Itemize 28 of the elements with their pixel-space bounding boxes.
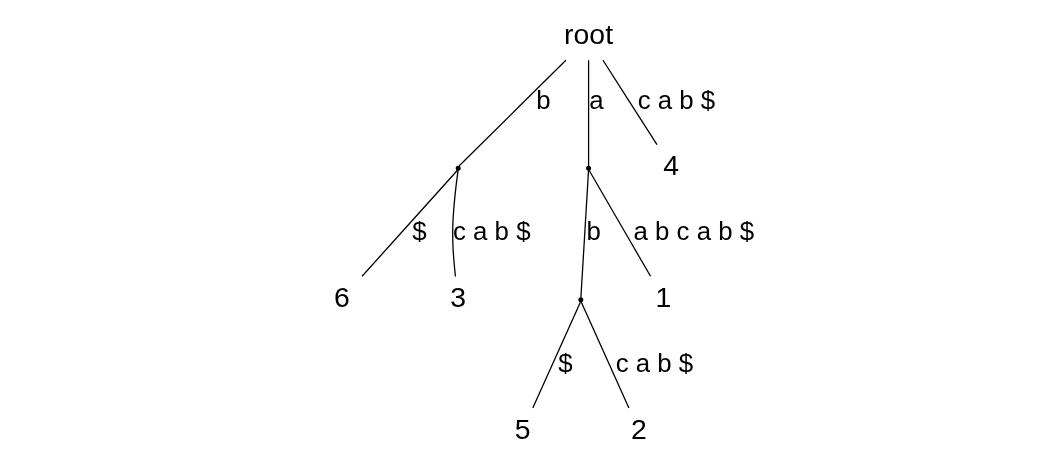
edge-label: b bbox=[586, 217, 601, 246]
node-text: 6 bbox=[334, 281, 350, 314]
edge-label: c a b $ bbox=[453, 217, 531, 246]
connector bbox=[580, 169, 590, 299]
node-text: root bbox=[564, 17, 614, 50]
edge-label: $ bbox=[558, 349, 573, 378]
connector bbox=[588, 169, 652, 277]
connector bbox=[361, 169, 459, 277]
edge-label: a bbox=[589, 85, 604, 114]
connector bbox=[451, 169, 459, 278]
node-text: 5 bbox=[514, 412, 531, 445]
edge-label: a b c a b $ bbox=[633, 217, 755, 246]
connector bbox=[532, 301, 582, 409]
connector bbox=[580, 301, 630, 409]
edge-label: c a b $ bbox=[637, 85, 716, 114]
node-point bbox=[586, 165, 592, 171]
node-text: 3 bbox=[450, 281, 467, 314]
node-text: 2 bbox=[631, 412, 647, 445]
connector bbox=[602, 59, 658, 146]
node-text: 1 bbox=[655, 281, 672, 314]
connector bbox=[458, 59, 567, 167]
edge-label: $ bbox=[412, 217, 427, 246]
node-text: 4 bbox=[663, 149, 680, 182]
node-point bbox=[455, 165, 461, 171]
edge-label: b bbox=[536, 85, 551, 114]
edge-label: c a b $ bbox=[615, 349, 694, 378]
node-point bbox=[578, 297, 584, 303]
connector bbox=[587, 59, 590, 167]
